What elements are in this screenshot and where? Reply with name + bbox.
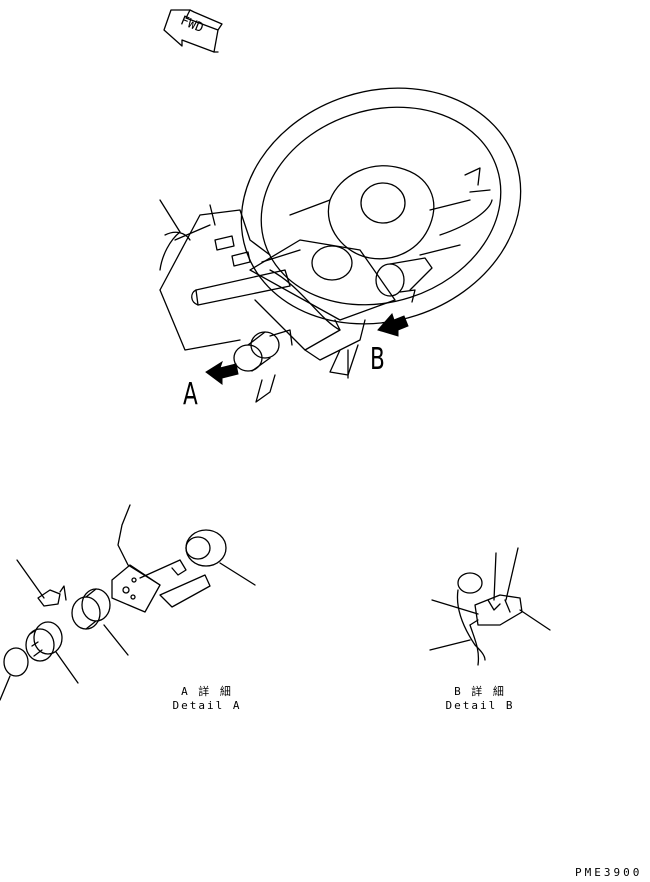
arrow-b xyxy=(378,314,408,336)
detail-b-drawing xyxy=(430,548,550,665)
callout-b-label: B xyxy=(370,342,385,377)
detail-b-caption-en: Detail B xyxy=(445,699,515,712)
drawing-code: PME3900 xyxy=(575,866,643,879)
callout-a-label: A xyxy=(183,377,198,412)
steering-wheel xyxy=(210,53,551,360)
detail-b-caption-jp: B 詳 細 xyxy=(454,685,506,698)
arrow-a xyxy=(206,362,238,384)
fwd-direction-arrow: FWD xyxy=(164,10,222,52)
detail-a-caption-jp: A 詳 細 xyxy=(181,685,233,698)
steering-column xyxy=(160,200,460,402)
detail-a-caption-en: Detail A xyxy=(172,699,242,712)
detail-a-drawing xyxy=(0,505,255,700)
